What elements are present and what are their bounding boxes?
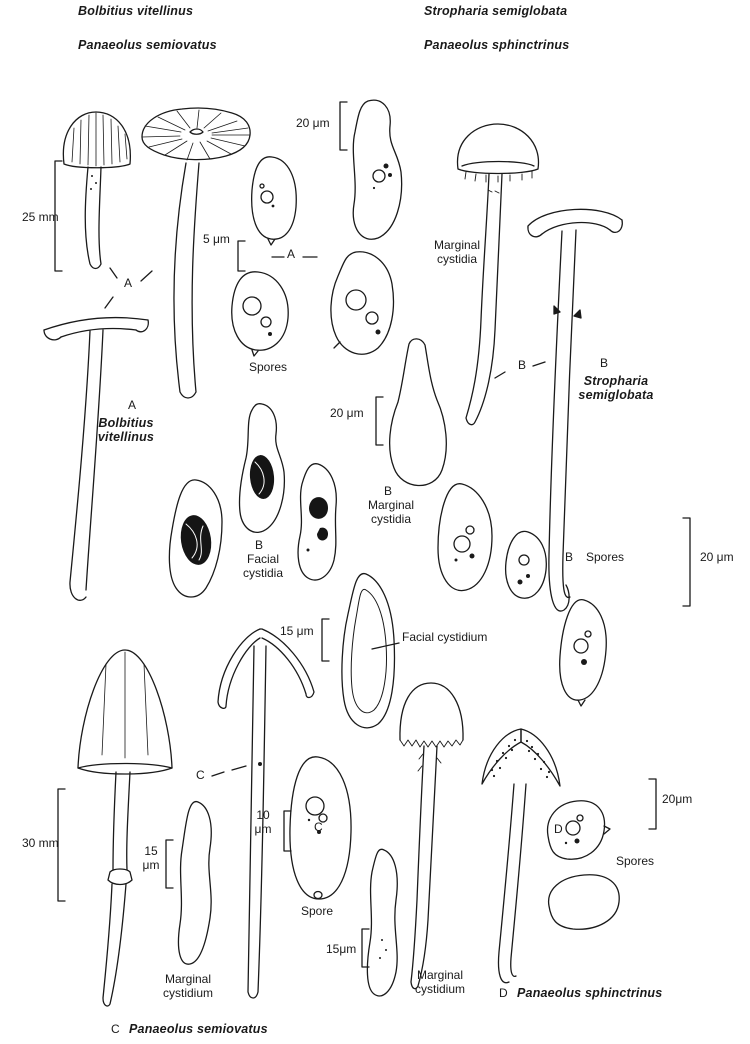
label-species-a: Bolbitius vitellinus: [86, 416, 166, 444]
label-line: Stropharia: [583, 374, 649, 388]
label-line: 10: [256, 808, 270, 822]
mark-c-spore: C: [314, 820, 323, 834]
label-line: semiglobata: [578, 388, 654, 402]
marginal-cystidium-d-drawing: [366, 848, 398, 997]
spores-a-drawing: [231, 156, 297, 357]
mark-b-spores: B: [565, 550, 574, 564]
pointer-c-dashes: [211, 765, 247, 777]
label-line: Marginal: [367, 498, 415, 512]
mark-b-section: B: [600, 356, 609, 370]
marginal-cystidium-c-drawing: [177, 801, 212, 965]
scale-label-20um-a: 20 μm: [296, 116, 330, 130]
bolbitius-expanded-mushroom-drawing: [141, 107, 251, 399]
scale-bar-30mm: [57, 788, 66, 902]
marginal-cystidium-b-drawing: [389, 338, 447, 487]
label-facial-cystidia-b: Facial cystidia: [232, 552, 294, 580]
label-line: cystidia: [242, 566, 283, 580]
header-bolbitius: Bolbitius vitellinus: [78, 4, 194, 18]
mark-b-marginal: B: [384, 484, 393, 498]
label-spore-c: Spore: [301, 904, 334, 918]
label-line: Facial: [246, 552, 279, 566]
scale-label-5um: 5 μm: [203, 232, 230, 246]
label-line: 15: [144, 844, 158, 858]
spore-c-drawing: [289, 756, 352, 900]
scale-label-15um-d: 15μm: [326, 942, 357, 956]
label-marginal-cystidium-d: Marginal cystidium: [400, 968, 480, 996]
scale-label-25mm: 25 mm: [22, 210, 59, 224]
label-spores-a: Spores: [249, 360, 288, 374]
label-line: cystidia: [370, 512, 411, 526]
label-line: cystidium: [414, 982, 465, 996]
panaeolus-sphinctrinus-mushroom-drawing: [399, 682, 464, 990]
header-panaeolus-semiovatus: Panaeolus semiovatus: [78, 38, 217, 52]
label-marginal-cystidia-b-right: Marginal cystidia: [420, 238, 494, 266]
scale-bar-20um-spores-b: [682, 517, 691, 607]
label-species-b: Stropharia semiglobata: [570, 374, 662, 402]
label-line: Marginal: [416, 968, 464, 982]
label-line: Marginal: [164, 972, 212, 986]
label-line: Marginal: [433, 238, 481, 252]
mark-d-spore: D: [554, 822, 563, 836]
facial-cystidia-b-drawing: [168, 403, 337, 598]
caption-c-letter: C: [111, 1022, 120, 1036]
scale-bar-15um-facial: [321, 618, 330, 662]
pointer-b-dashes: [494, 361, 546, 379]
caption-d-name: Panaeolus sphinctrinus: [517, 986, 663, 1000]
mark-b-pointer: B: [518, 358, 527, 372]
scale-bar-10um: [283, 810, 292, 852]
label-line: cystidia: [436, 252, 477, 266]
pointer-a-dashes: [104, 267, 153, 309]
cystidia-a-drawing: [330, 99, 403, 355]
mark-a-section: A: [128, 398, 137, 412]
panaeolus-section-c-drawing: [217, 628, 315, 999]
header-stropharia: Stropharia semiglobata: [424, 4, 568, 18]
label-line: cystidium: [162, 986, 213, 1000]
mark-a-mid: A: [287, 247, 296, 261]
mark-a-pointer: A: [124, 276, 133, 290]
label-marginal-cystidia-b-mid: Marginal cystidia: [354, 498, 428, 526]
stropharia-section-drawing: [527, 208, 623, 612]
scale-label-20um-b: 20 μm: [330, 406, 364, 420]
spores-b-drawing: [437, 483, 607, 707]
scale-label-10um: 10 μm: [250, 808, 276, 836]
label-spores-d: Spores: [616, 854, 655, 868]
label-spores-b: Spores: [586, 550, 625, 564]
bolbitius-section-drawing: [43, 316, 149, 601]
caption-c-name: Panaeolus semiovatus: [129, 1022, 268, 1036]
label-facial-cystidium: Facial cystidium: [402, 630, 488, 644]
label-line: μm: [142, 858, 160, 872]
panaeolus-semiovatus-mushroom-drawing: [77, 649, 173, 1007]
mark-b-facial: B: [255, 538, 264, 552]
scale-bar-5um: [237, 240, 246, 272]
scale-label-20um-d: 20μm: [662, 792, 693, 806]
scale-label-20um-spores-b: 20 μm: [700, 550, 734, 564]
mark-c-pointer: C: [196, 768, 205, 782]
label-line: vitellinus: [97, 430, 155, 444]
stropharia-mushroom-drawing: [456, 123, 540, 426]
scale-label-15um-c: 15 μm: [138, 844, 164, 872]
scale-bar-15um-d: [361, 928, 370, 968]
header-panaeolus-sphinctrinus: Panaeolus sphinctrinus: [424, 38, 570, 52]
scale-bar-25mm: [54, 160, 63, 272]
panaeolus-section-d-drawing: [481, 728, 561, 984]
facial-cystidium-sac-drawing: [341, 573, 400, 729]
label-marginal-cystidium-c: Marginal cystidium: [148, 972, 228, 1000]
scale-bar-15um-c: [165, 839, 174, 889]
scale-label-15um-facial: 15 μm: [280, 624, 314, 638]
label-line: Bolbitius: [98, 416, 154, 430]
caption-d-letter: D: [499, 986, 508, 1000]
scale-bar-20um-d: [648, 778, 657, 830]
bolbitius-young-mushroom-drawing: [62, 111, 131, 270]
spores-d-drawing: [546, 800, 620, 930]
scale-bar-20um-a: [339, 101, 348, 151]
label-line: μm: [254, 822, 272, 836]
scale-label-30mm: 30 mm: [22, 836, 59, 850]
scale-bar-20um-b: [375, 396, 384, 446]
